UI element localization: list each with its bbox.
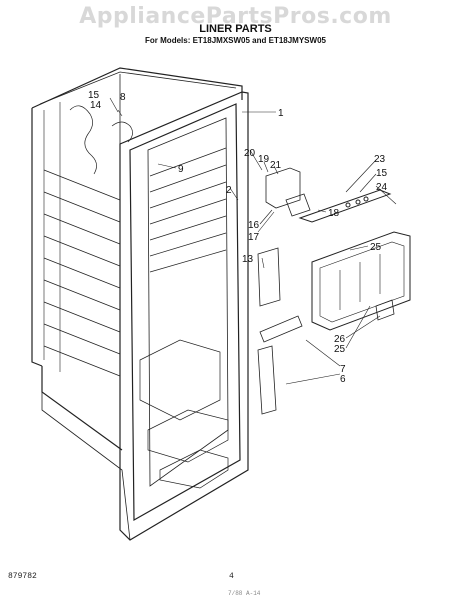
model-subtitle: For Models: ET18JMXSW05 and ET18JMYSW05 <box>145 36 326 45</box>
callout-8: 8 <box>120 92 126 103</box>
callout-9: 9 <box>178 164 184 175</box>
watermark: AppliancePartsPros.com <box>79 4 392 29</box>
callout-25-lower: 25 <box>334 344 346 355</box>
callout-20: 20 <box>244 148 256 159</box>
callout-15-right: 15 <box>376 168 388 179</box>
callout-19: 19 <box>258 154 270 165</box>
callout-labels: 1 2 6 7 8 9 13 14 15 15 16 17 18 19 20 2… <box>88 90 388 385</box>
callout-7: 7 <box>340 364 346 375</box>
callout-18: 18 <box>328 208 340 219</box>
diagram-title: LINER PARTS <box>199 23 272 35</box>
page-number: 4 <box>229 572 234 581</box>
callout-23: 23 <box>374 154 386 165</box>
cabinet-drawing <box>31 67 249 541</box>
callout-13: 13 <box>242 254 254 265</box>
side-panel-drawing <box>257 167 411 415</box>
callout-21: 21 <box>270 160 282 171</box>
callout-26: 26 <box>334 334 346 345</box>
callout-16: 16 <box>248 220 260 231</box>
leader-lines <box>109 97 397 385</box>
callout-15-left: 15 <box>88 90 100 101</box>
callout-6: 6 <box>340 374 346 385</box>
part-code: 879782 <box>8 572 37 581</box>
callout-14: 14 <box>90 100 102 111</box>
callout-24: 24 <box>376 182 388 193</box>
callout-17: 17 <box>248 232 260 243</box>
callout-25-upper: 25 <box>370 242 382 253</box>
callout-1: 1 <box>278 108 284 119</box>
bottom-mark: 7/88 A-14 <box>228 590 261 597</box>
callout-2: 2 <box>226 185 232 196</box>
